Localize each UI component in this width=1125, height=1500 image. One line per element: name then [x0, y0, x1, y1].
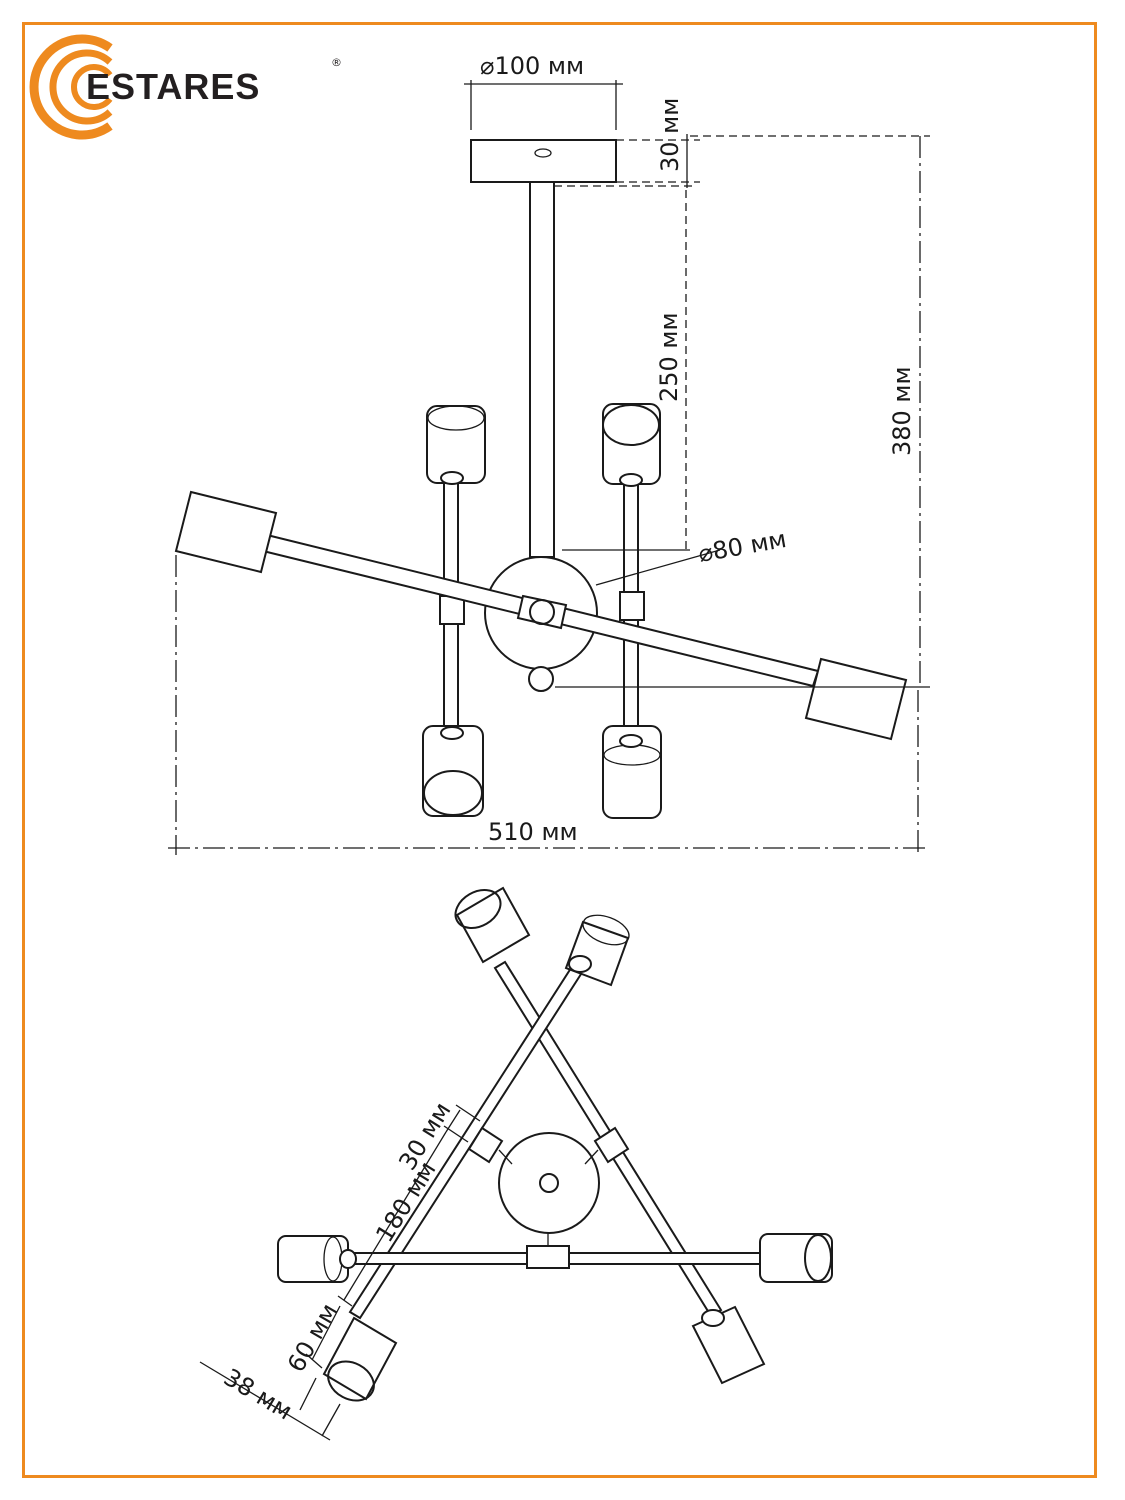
- dim-arm-length: 180 мм: [337, 1131, 447, 1307]
- socket-diagonal-right: [804, 657, 908, 741]
- canopy: [470, 139, 617, 183]
- dim-canopy-height: 30 мм: [616, 98, 700, 188]
- arm-left-joint: [439, 595, 465, 625]
- hub-finial: [528, 666, 554, 692]
- socket-top-upper-right: [564, 914, 630, 987]
- socket-right-top: [602, 403, 661, 487]
- top-hub-center: [539, 1173, 559, 1193]
- svg-text:510 мм: 510 мм: [488, 818, 578, 846]
- socket-top-lower-left: [322, 1316, 398, 1402]
- socket-left-top: [426, 405, 486, 485]
- holder-bottom: [526, 1245, 570, 1269]
- dim-shade-diameter: 38 мм: [199, 1361, 341, 1441]
- socket-right-bottom: [602, 725, 662, 819]
- socket-top-lower-right: [691, 1305, 766, 1385]
- side-view: ⌀100 мм 30 мм 250 мм ⌀80 мм 380 мм: [168, 52, 930, 855]
- holder-left: [467, 1126, 504, 1164]
- hub-center-bolt: [529, 599, 555, 625]
- socket-top-left: [277, 1235, 357, 1283]
- svg-text:30 мм: 30 мм: [656, 98, 684, 172]
- top-hub: [498, 1132, 600, 1234]
- logo-arcs-icon: [29, 34, 113, 140]
- svg-text:⌀80 мм: ⌀80 мм: [696, 525, 788, 568]
- center-rod: [529, 181, 555, 558]
- estares-logo: ESTARES ®: [29, 34, 342, 140]
- registered-mark: ®: [331, 56, 342, 69]
- arm-diagonal-joint: [516, 594, 568, 630]
- socket-top-right: [759, 1233, 833, 1283]
- dim-total-width: 510 мм: [168, 555, 926, 855]
- dim-canopy-diameter: ⌀100 мм: [464, 52, 623, 130]
- drawing-frame: [22, 22, 1097, 1478]
- socket-top-upper-left: [454, 886, 531, 964]
- dim-total-height: 380 мм: [555, 135, 930, 688]
- svg-text:⌀100 мм: ⌀100 мм: [480, 52, 584, 80]
- canopy-screw: [534, 148, 552, 158]
- dim-rod-length: 250 мм: [554, 185, 692, 551]
- logo-wordmark: ESTARES: [86, 66, 260, 107]
- top-view: 30 мм 180 мм 60 мм 38 мм: [199, 886, 833, 1441]
- svg-text:380 мм: 380 мм: [888, 366, 916, 456]
- socket-left-bottom: [422, 725, 484, 817]
- holder-right: [593, 1126, 630, 1164]
- svg-text:250 мм: 250 мм: [655, 312, 683, 402]
- svg-text:38 мм: 38 мм: [219, 1363, 297, 1425]
- arm-right-joint: [619, 591, 645, 621]
- socket-diagonal-left: [174, 490, 278, 574]
